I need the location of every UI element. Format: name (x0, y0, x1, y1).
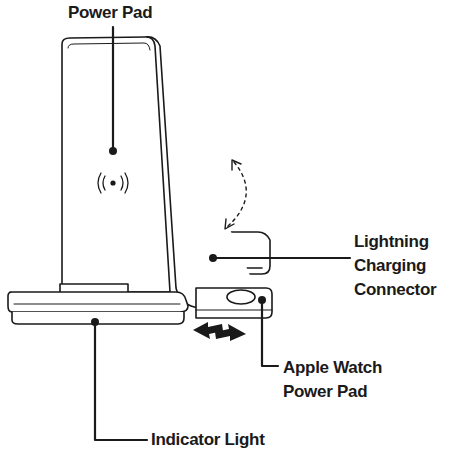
part-label: Indicator Light (151, 428, 311, 452)
leader-line (213, 257, 350, 259)
base-line (14, 304, 180, 305)
slide-arrow (215, 324, 246, 341)
leader-dot (209, 254, 217, 262)
arrow-head (225, 219, 234, 229)
leader-dot (258, 296, 266, 304)
wireless-dot (110, 180, 115, 185)
leader-dot (109, 147, 117, 155)
power-pad-panel (62, 37, 170, 292)
part-label: Lightning Charging Connector (354, 230, 450, 302)
panel-bevel (68, 43, 150, 50)
rotate-arrow (226, 162, 246, 228)
leader-line (95, 322, 147, 440)
tray-edge (196, 310, 272, 311)
part-label: Power Pad (68, 1, 188, 25)
part-label: Apple Watch Power Pad (283, 356, 418, 404)
watch-power-pad (227, 290, 255, 304)
leader-line (112, 27, 114, 150)
base-top (8, 292, 188, 312)
leader-line (262, 300, 278, 366)
arrow-head (232, 160, 241, 170)
watch-tray (196, 288, 272, 318)
wireless-symbol (98, 173, 128, 193)
leader-dot (91, 318, 99, 326)
